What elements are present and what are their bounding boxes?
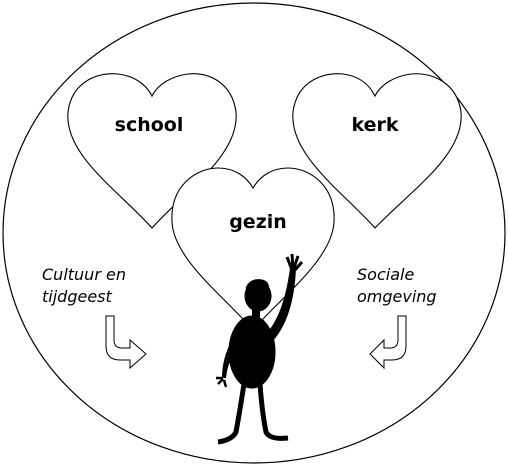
influence-label-right: Sociale omgeving (357, 264, 437, 308)
heart-label-gezin: gezin (198, 211, 318, 233)
influence-right-line1: Sociale (357, 264, 437, 286)
influence-right-line2: omgeving (357, 286, 437, 308)
heart-label-school: school (89, 114, 209, 136)
influence-label-left: Cultuur en tijdgeest (42, 264, 126, 308)
heart-label-kerk: kerk (315, 114, 435, 136)
influence-left-line2: tijdgeest (42, 286, 126, 308)
figure-body (229, 316, 275, 388)
influence-left-line1: Cultuur en (42, 264, 126, 286)
